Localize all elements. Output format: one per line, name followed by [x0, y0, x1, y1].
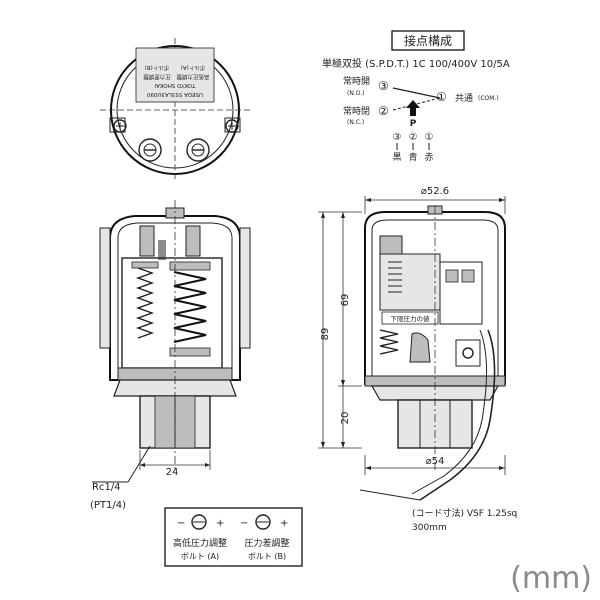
- legend-a-title: 高低圧力調整: [173, 537, 227, 549]
- plate-line: ボルト(A): [181, 64, 206, 72]
- scale-marks: [388, 261, 402, 293]
- legend-plus: +: [280, 518, 288, 529]
- contact-title: 接点構成: [404, 33, 452, 48]
- legend-plus: +: [216, 518, 224, 529]
- front-cutaway-view: 24: [92, 200, 251, 483]
- cord-spec: (コード寸法) VSF 1.25sq: [412, 507, 517, 519]
- wire-color: 黒: [392, 152, 401, 163]
- dim-height-base: 20: [340, 412, 351, 425]
- pressure-mark: P: [410, 119, 417, 129]
- side-view: ⌀52.6 下限圧力の値: [318, 186, 506, 501]
- screw-icon: [225, 119, 239, 133]
- pressure-arrow-icon: [406, 100, 420, 116]
- dim-hex: 24: [166, 467, 179, 478]
- nc-sub: (N.C.): [347, 119, 364, 126]
- nc-label: 常時閉: [343, 105, 370, 117]
- top-view: USEDA 5S3LA3U090 TOKYO SHOKAI 高低圧力調整 圧力差…: [100, 38, 250, 182]
- dim-width-top: ⌀52.6: [421, 186, 449, 197]
- plate-line: 圧力差調整: [143, 73, 171, 81]
- adjust-bolt-b-icon: [186, 138, 210, 162]
- com-label: 共通: [455, 93, 473, 104]
- bolt-a-icon: [191, 514, 207, 530]
- legend-a-sub: ボルト (A): [181, 552, 219, 561]
- dim-height-body: 69: [340, 294, 351, 307]
- dim-width-bottom: ⌀54: [426, 456, 445, 467]
- spring-left: [135, 267, 155, 339]
- wire-color: 青: [408, 151, 417, 163]
- plate-line: ボルト(B): [145, 64, 170, 72]
- plate-line: TOKYO SHOKAI: [154, 82, 196, 88]
- contact-configuration: 接点構成 単極双投 (S.P.D.T.) 1C 100/400V 10/5A 常…: [322, 30, 510, 163]
- plate-line: USEDA 5S3LA3U090: [146, 91, 203, 97]
- plate-line: 高低圧力調整: [176, 73, 210, 81]
- legend-b-sub: ボルト (B): [248, 552, 286, 561]
- no-sub: (N.O.): [347, 90, 364, 97]
- legend-b-title: 圧力差調整: [244, 537, 289, 549]
- dim-height-total: 89: [320, 328, 331, 341]
- wire-num: ②: [409, 132, 418, 143]
- wire-num: ③: [393, 132, 402, 143]
- adjust-bolt-a-icon: [138, 138, 162, 162]
- com-sub: (COM.): [478, 95, 499, 102]
- screw-icon: [113, 119, 127, 133]
- contact-spec: 単極双投 (S.P.D.T.) 1C 100/400V 10/5A: [322, 57, 510, 70]
- num1: ①: [436, 90, 447, 104]
- lower-limit-label: 下限圧力の値: [391, 314, 431, 323]
- wire-num: ①: [425, 132, 434, 143]
- spring-right: [173, 271, 207, 343]
- num2: ②: [378, 104, 389, 118]
- no-label: 常時開: [343, 75, 370, 87]
- legend-minus: −: [240, 518, 248, 529]
- cord-length: 300mm: [412, 523, 447, 533]
- thread-label: Rc1/4: [92, 482, 121, 493]
- thread-alt-label: (PT1/4): [90, 500, 126, 511]
- adjustment-legend: − + − + 高低圧力調整 ボルト (A) 圧力差調整 ボルト (B): [164, 507, 303, 567]
- unit-label: (mm): [510, 561, 592, 596]
- bolt-b-icon: [255, 514, 271, 530]
- num3: ③: [378, 79, 389, 93]
- legend-minus: −: [177, 518, 185, 529]
- wire-color: 赤: [424, 152, 433, 163]
